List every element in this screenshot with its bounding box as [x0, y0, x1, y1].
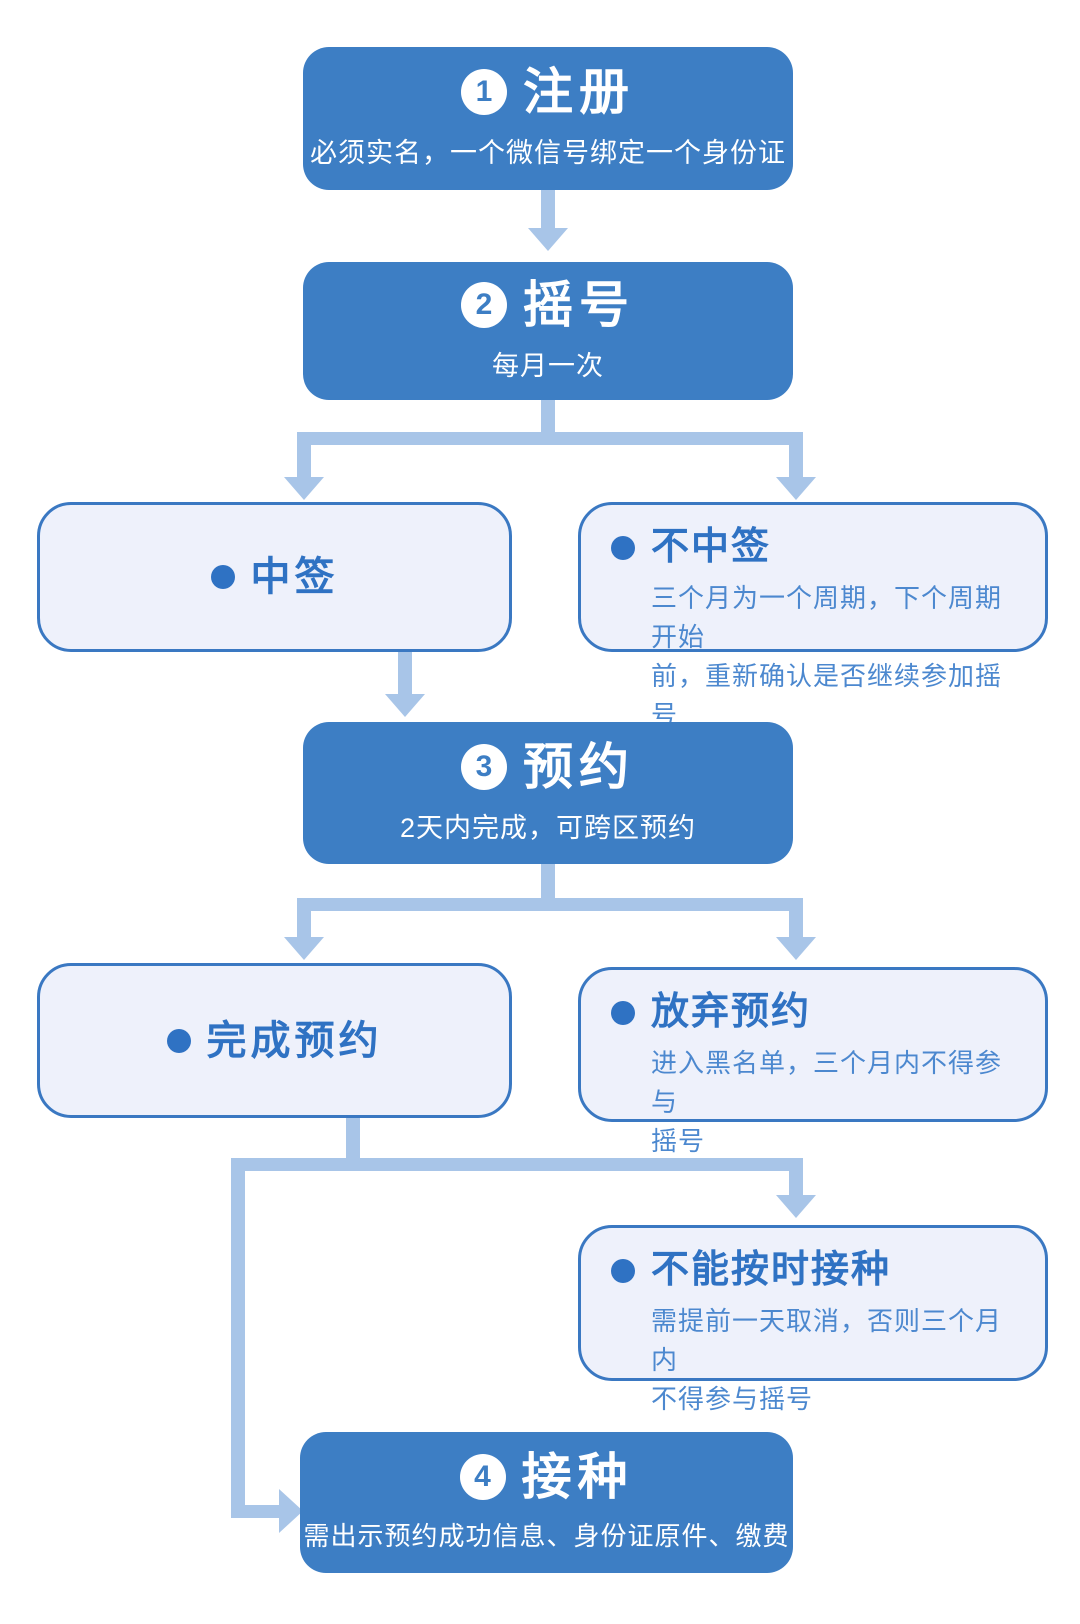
step-title: 注册 — [523, 64, 635, 120]
step-box-register: 1 注册 必须实名，一个微信号绑定一个身份证 — [303, 47, 793, 190]
bullet-dot-icon — [611, 535, 635, 560]
outcome-title: 中签 — [250, 555, 339, 599]
step-box-appointment: 3 预约 2天内完成，可跨区预约 — [303, 722, 793, 864]
arrow-down-icon — [528, 228, 568, 251]
bullet-dot-icon — [611, 1000, 635, 1025]
outcome-box-appointment-done: 完成预约 — [37, 963, 512, 1118]
arrow-down-icon — [776, 477, 816, 500]
outcome-box-won: 中签 — [37, 502, 512, 652]
connector-line — [398, 652, 412, 696]
connector-line — [297, 445, 311, 477]
outcome-box-not-won: 不中签 三个月为一个周期，下个周期开始 前，重新确认是否继续参加摇号 — [578, 502, 1048, 730]
step-title: 摇号 — [523, 276, 635, 333]
outcome-box-abandon: 放弃预约 进入黑名单，三个月内不得参与 摇号 — [578, 967, 1048, 1156]
connector-line — [541, 864, 555, 898]
step-number-badge: 1 — [461, 69, 507, 115]
step-title: 预约 — [523, 738, 635, 795]
outcome-title: 不中签 — [651, 526, 772, 568]
connector-line — [346, 1118, 360, 1158]
step-subtitle: 必须实名，一个微信号绑定一个身份证 — [310, 138, 786, 168]
step-box-lottery: 2 摇号 每月一次 — [303, 262, 793, 400]
arrow-right-icon — [279, 1489, 303, 1533]
arrow-down-icon — [776, 937, 816, 960]
connector-line — [297, 432, 803, 445]
step-box-vaccinate: 4 接种 需出示预约成功信息、身份证原件、缴费 — [300, 1432, 793, 1573]
step-subtitle: 每月一次 — [492, 350, 604, 381]
bullet-dot-icon — [611, 1258, 635, 1283]
step-subtitle: 需出示预约成功信息、身份证原件、缴费 — [303, 1521, 790, 1551]
connector-line — [541, 190, 555, 230]
arrow-down-icon — [284, 477, 324, 500]
step-number-badge: 4 — [459, 1454, 506, 1500]
step-title: 接种 — [521, 1449, 634, 1505]
outcome-title: 不能按时接种 — [651, 1249, 892, 1291]
arrow-down-icon — [284, 937, 324, 960]
connector-line — [231, 1505, 279, 1518]
arrow-down-icon — [776, 1195, 816, 1218]
connector-line — [297, 898, 803, 911]
bullet-dot-icon — [166, 1028, 191, 1053]
arrow-down-icon — [385, 694, 425, 717]
outcome-box-cannot-attend: 不能按时接种 需提前一天取消，否则三个月内 不得参与摇号 — [578, 1225, 1048, 1414]
outcome-description: 需提前一天取消，否则三个月内 不得参与摇号 — [651, 1305, 1003, 1414]
outcome-title: 放弃预约 — [651, 991, 812, 1033]
step-number-badge: 3 — [461, 743, 507, 790]
step-number-badge: 2 — [461, 281, 507, 328]
connector-line — [789, 1171, 803, 1197]
outcome-description: 进入黑名单，三个月内不得参与 摇号 — [651, 1047, 1003, 1156]
connector-line — [297, 911, 311, 939]
connector-line — [231, 1158, 803, 1171]
connector-line — [541, 400, 555, 434]
bullet-dot-icon — [210, 565, 235, 589]
step-subtitle: 2天内完成，可跨区预约 — [399, 812, 697, 843]
outcome-title: 完成预约 — [206, 1018, 383, 1063]
connector-line — [789, 911, 803, 939]
connector-line — [789, 445, 803, 477]
connector-line — [231, 1158, 245, 1518]
outcome-description: 三个月为一个周期，下个周期开始 前，重新确认是否继续参加摇号 — [651, 582, 1003, 730]
